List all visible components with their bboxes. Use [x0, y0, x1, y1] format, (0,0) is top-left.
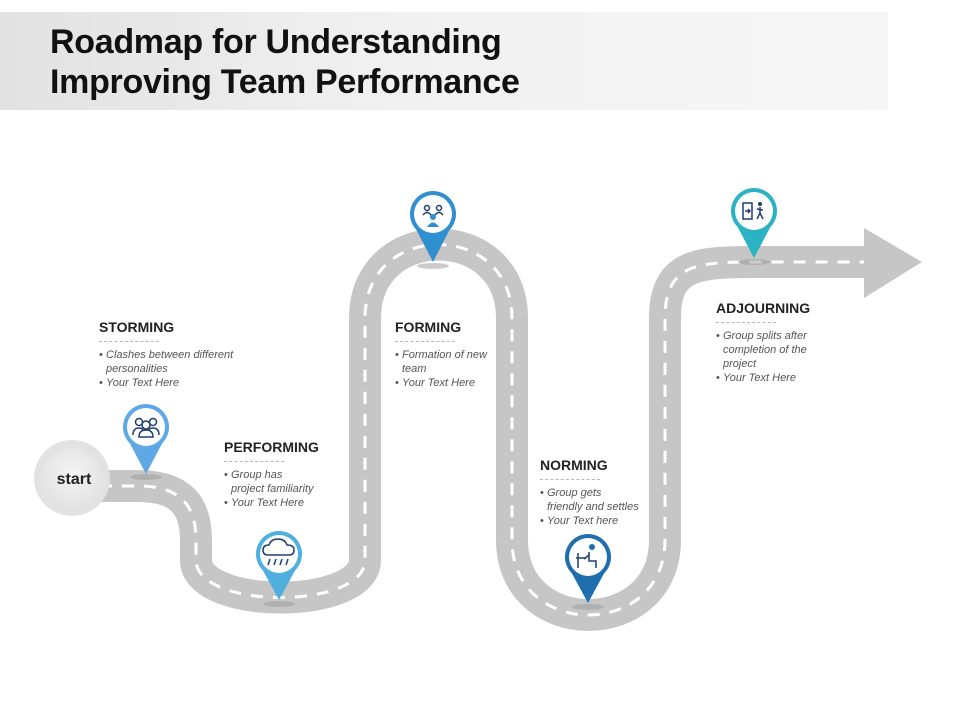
stage-bullet-list: Clashes between different personalities …: [99, 348, 239, 390]
stage-bullet: Your Text Here: [99, 376, 239, 390]
pin-shadow: [417, 263, 449, 269]
header-band: [0, 12, 888, 110]
road-arrow-head: [864, 228, 922, 298]
pin-shadow: [738, 259, 770, 265]
pin-face: [569, 538, 607, 576]
cloud-rain-icon: [262, 538, 295, 566]
page-title-line-2: Improving Team Performance: [50, 63, 520, 101]
stage-title: STORMING: [99, 319, 175, 335]
pin-shadow: [263, 601, 295, 607]
stage-divider: [395, 341, 455, 342]
stage-bullet: Your Text here: [540, 514, 660, 528]
stage-norming: NORMING Group gets friendly and settles …: [540, 457, 660, 528]
stage-bullet: Your Text Here: [224, 496, 344, 510]
stage-title: ADJOURNING: [716, 300, 811, 316]
stage-bullet: Clashes between different personalities: [99, 348, 239, 376]
stage-bullet: Group splits after completion of the pro…: [716, 329, 826, 371]
pin-shadow: [572, 604, 604, 610]
stage-bullet-list: Group has project familiarity Your Text …: [224, 468, 344, 510]
storming-pin: [123, 404, 169, 480]
pin-face: [735, 192, 773, 230]
person-at-desk-icon: [576, 544, 597, 568]
adjourning-pin: [731, 188, 777, 265]
page-title: Roadmap for Understanding Improving Team…: [50, 22, 520, 102]
road-center-line: [100, 243, 870, 617]
stage-storming: STORMING Clashes between different perso…: [99, 319, 239, 390]
start-label: start: [57, 471, 92, 488]
stage-bullet: Group gets friendly and settles: [540, 486, 660, 514]
stage-divider: [224, 461, 284, 462]
pin-shadow: [130, 474, 162, 480]
stage-title: FORMING: [395, 319, 462, 335]
stage-title: NORMING: [540, 457, 608, 473]
stage-bullet: Group has project familiarity: [224, 468, 344, 496]
start-circle: [42, 448, 102, 508]
stage-divider: [99, 341, 159, 342]
stage-title: PERFORMING: [224, 439, 319, 455]
team-group-icon: [132, 417, 160, 438]
stage-bullet: Your Text Here: [716, 371, 826, 385]
norming-pin: [565, 534, 611, 610]
exit-door-icon: [742, 202, 764, 220]
people-network-icon: [422, 204, 444, 227]
stage-forming: FORMING Formation of new team Your Text …: [395, 319, 495, 390]
pin-face: [127, 408, 165, 446]
stage-bullet-list: Formation of new team Your Text Here: [395, 348, 495, 390]
stage-bullet-list: Group gets friendly and settles Your Tex…: [540, 486, 660, 528]
stage-performing: PERFORMING Group has project familiarity…: [224, 439, 344, 510]
stage-bullet: Formation of new team: [395, 348, 495, 376]
performing-pin: [256, 531, 302, 607]
stage-divider: [540, 479, 600, 480]
stage-bullet: Your Text Here: [395, 376, 495, 390]
stage-adjourning: ADJOURNING Group splits after completion…: [716, 300, 826, 385]
forming-pin: [410, 191, 456, 269]
stage-bullet-list: Group splits after completion of the pro…: [716, 329, 826, 385]
page-title-line-1: Roadmap for Understanding: [50, 23, 502, 61]
stage-divider: [716, 322, 776, 323]
